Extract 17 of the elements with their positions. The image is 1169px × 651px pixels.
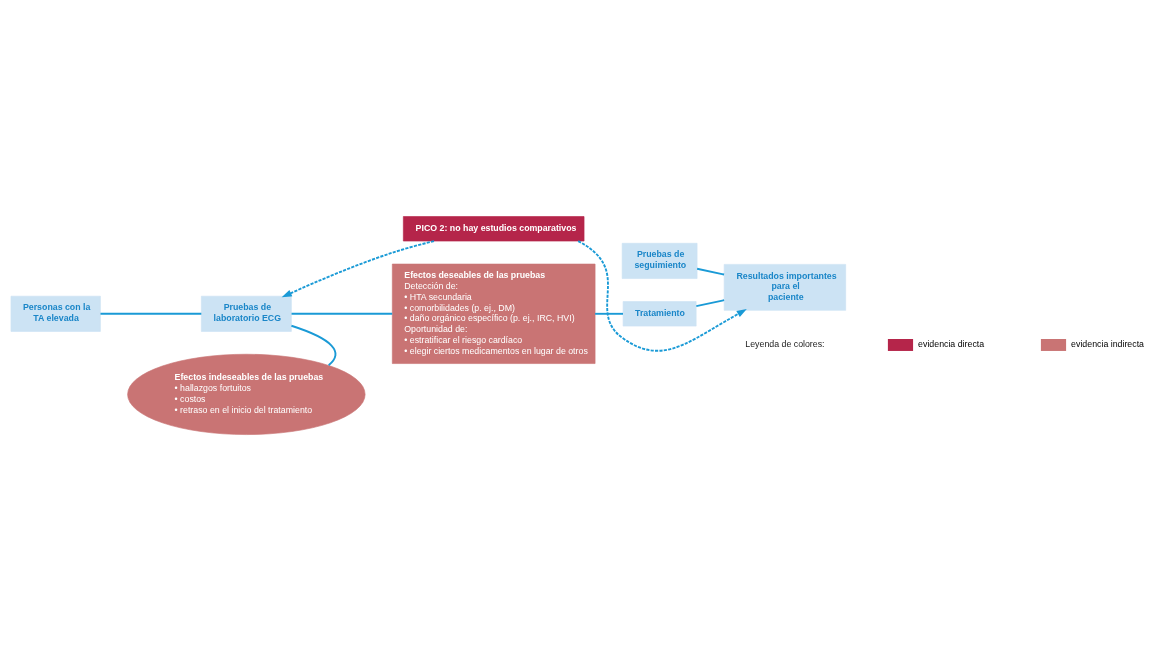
- label: Leyenda de colores:: [745, 338, 825, 349]
- node-ellipse: Efectos indeseables de las pruebas • hallazgos fortuitos • costos • retraso en el inicio del tratamiento: [127, 353, 366, 435]
- connector: [594, 312, 624, 315]
- node-box: Pruebas de seguimiento: [621, 242, 698, 279]
- connector: [696, 267, 726, 276]
- connector: [695, 299, 726, 308]
- node-box: Efectos deseables de las pruebas Detección de: • HTA secundaria • comorbilidades (p. ej., DM) • daño orgánico específico (p. ej., IRC, HVI) Oportunidad de: • estratificar el riesgo cardíaco • elegir ciertos medicamentos en lugar de otros: [392, 263, 596, 364]
- node-box: Tratamiento: [622, 301, 697, 327]
- node-box: Pruebas de laboratorio ECG: [201, 295, 292, 332]
- legend-label: evidencia directa: [918, 339, 985, 350]
- arrow: [281, 240, 435, 298]
- node-box: PICO 2: no hay estudios comparativos: [403, 216, 585, 242]
- node-box: Resultados importantes para el paciente: [723, 264, 846, 311]
- connector: [290, 312, 394, 315]
- connector: [99, 312, 203, 315]
- legend-label: evidencia indirecta: [1071, 339, 1144, 350]
- node-box: Personas con la TA elevada: [10, 295, 101, 332]
